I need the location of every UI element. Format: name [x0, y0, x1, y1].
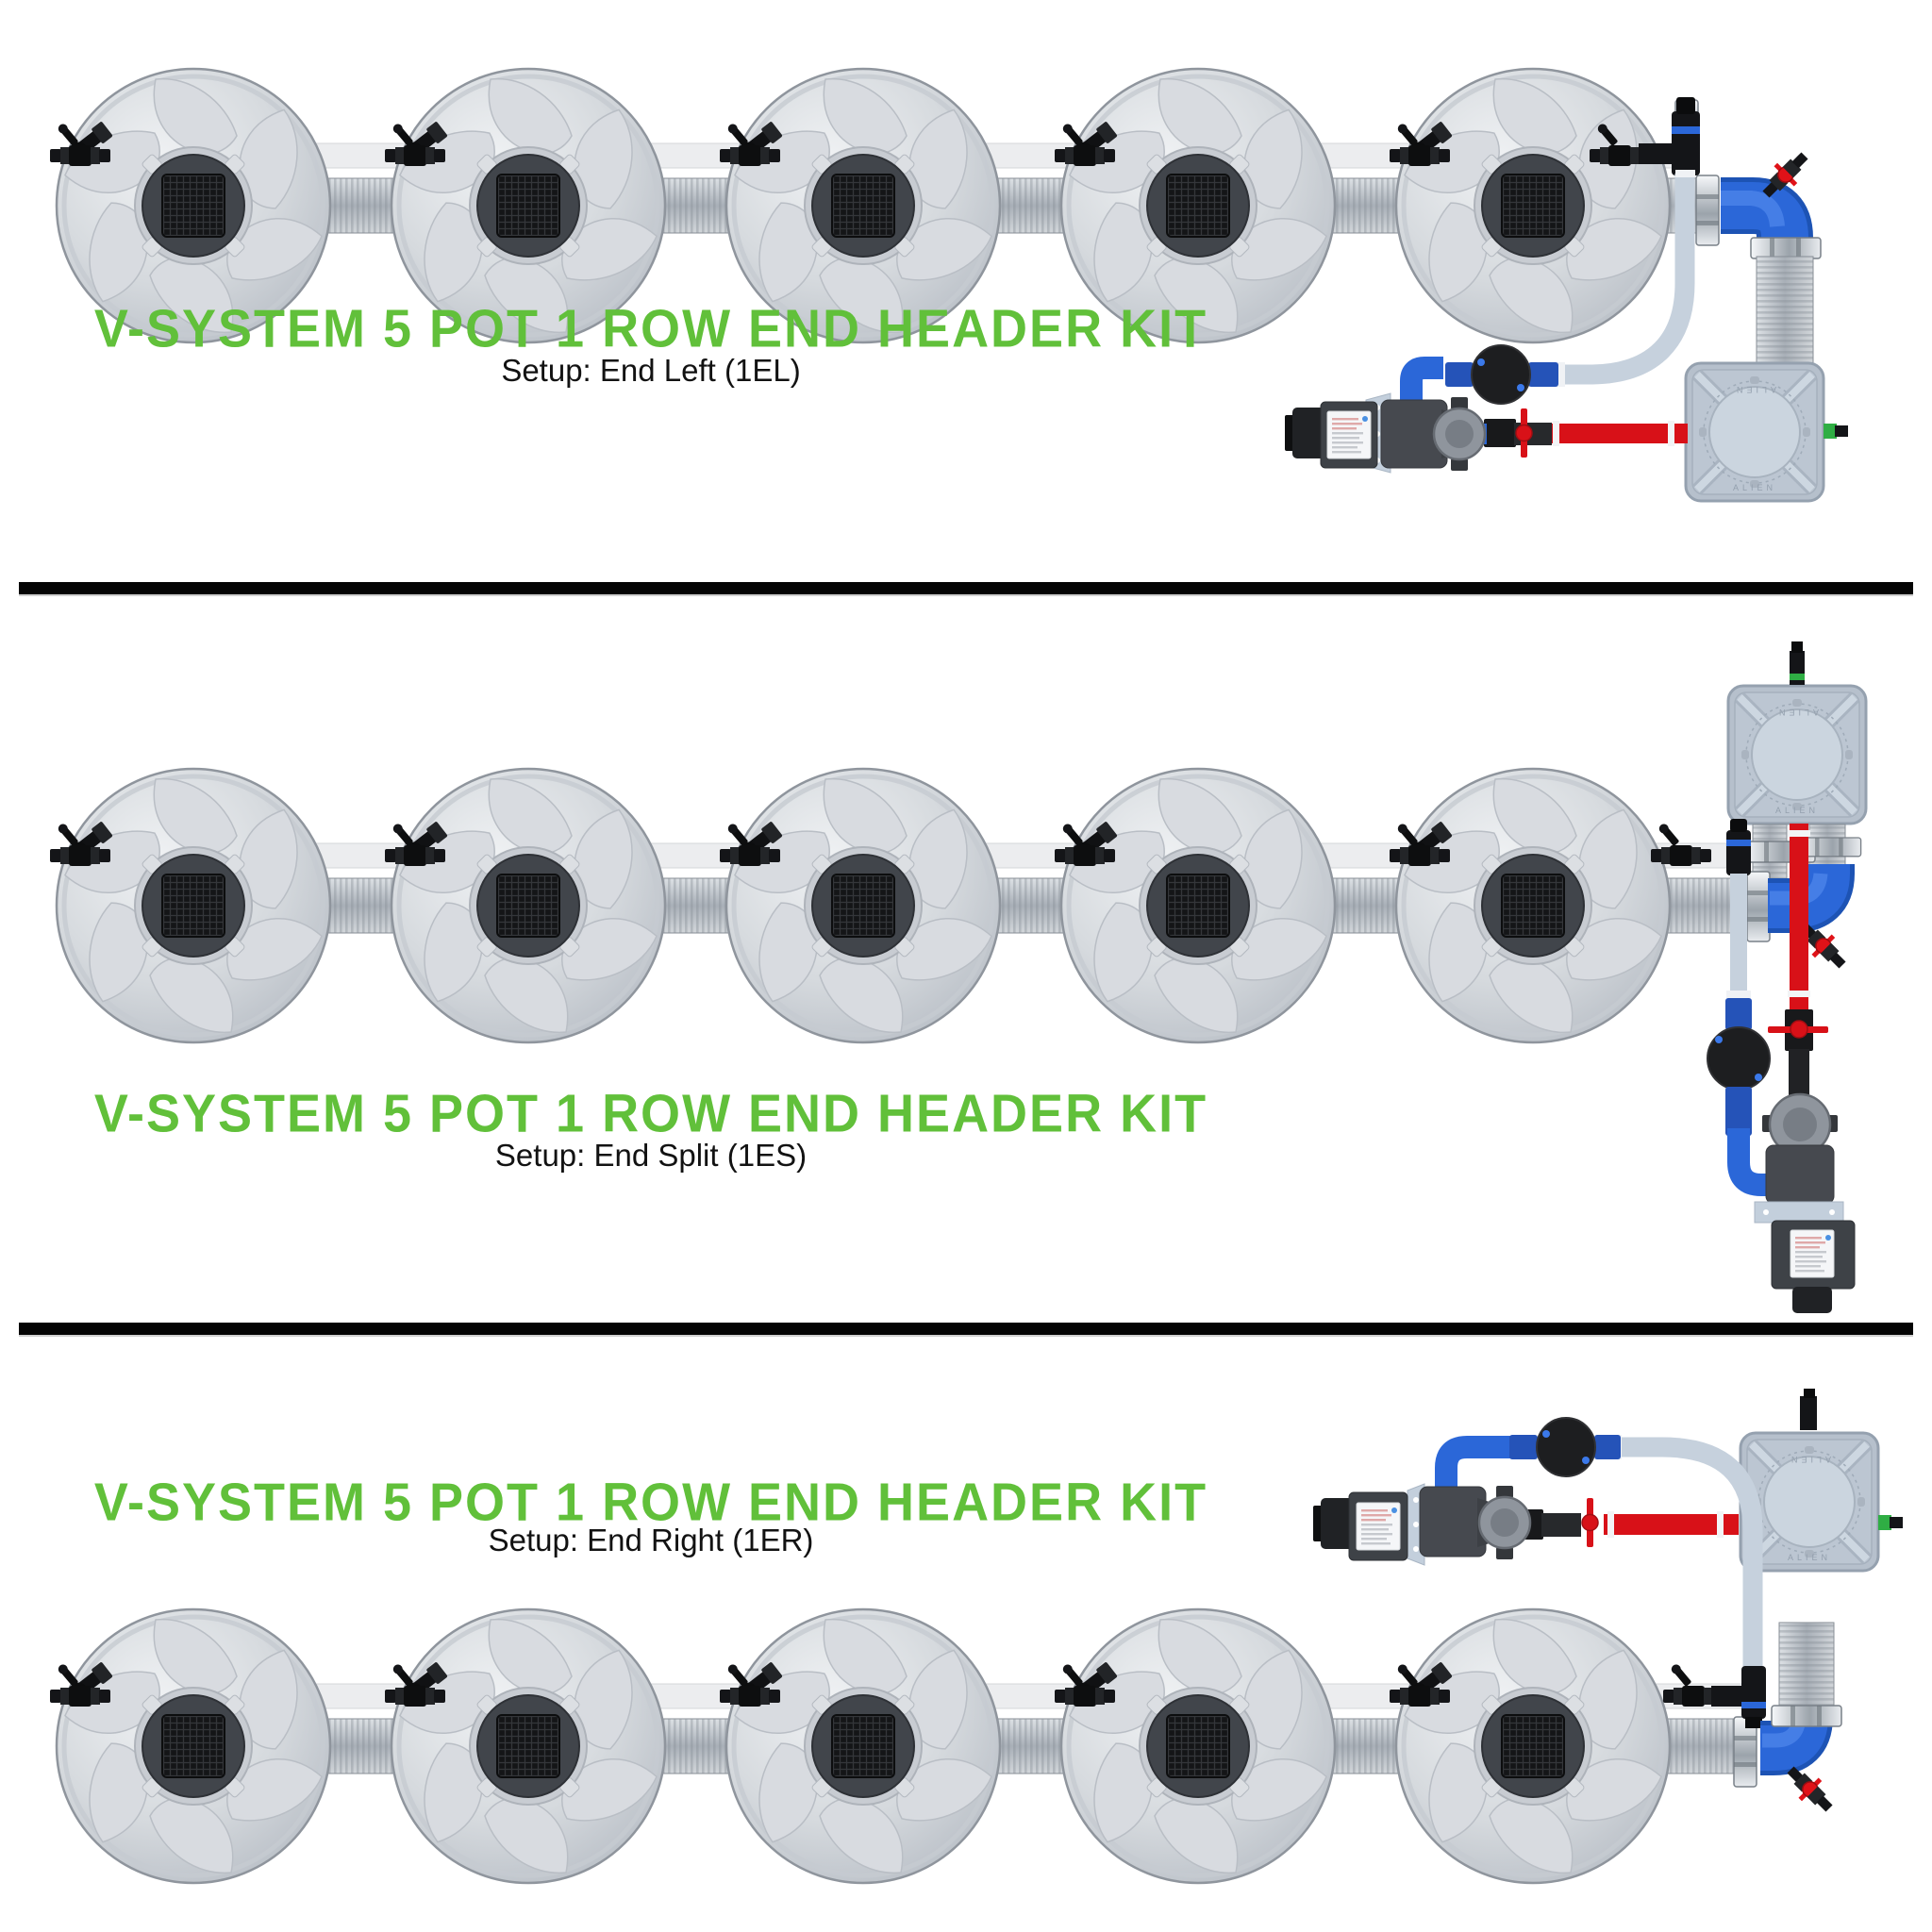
section-divider — [19, 582, 1913, 594]
pot — [1396, 769, 1670, 1042]
tee-fitting — [1672, 111, 1700, 175]
controller-label — [1356, 1502, 1401, 1551]
section-end-right — [0, 1330, 1932, 1932]
pot — [391, 1609, 665, 1883]
pump-blue-pipe — [1435, 1436, 1514, 1498]
check-valve — [1471, 344, 1531, 405]
section-divider — [19, 1323, 1913, 1335]
tee-fitting — [1741, 1666, 1766, 1719]
pot — [57, 1609, 330, 1883]
tank-top-fitting — [1800, 1396, 1817, 1430]
pressure-pipe — [1604, 1514, 1739, 1535]
return-hose — [1564, 174, 1695, 385]
pot-row — [50, 69, 1701, 342]
setup-label-end-left: Setup: End Left (1EL) — [501, 353, 801, 388]
pot — [1396, 1609, 1670, 1883]
pump-body — [1419, 1486, 1487, 1557]
header-assembly — [1707, 641, 1866, 1313]
pot — [391, 769, 665, 1042]
setup-label-end-split: Setup: End Split (1ES) — [494, 1138, 808, 1173]
pot — [726, 769, 1000, 1042]
controller-label — [1790, 1229, 1835, 1278]
tee-arm — [1639, 143, 1674, 164]
kit-title-end-split: V-SYSTEM 5 POT 1 ROW END HEADER KIT — [93, 1084, 1208, 1144]
pressure-pipe — [1790, 824, 1808, 1012]
pot — [726, 1609, 1000, 1883]
check-valve — [1536, 1417, 1596, 1477]
section-end-split — [0, 594, 1932, 1323]
ball-valve — [1790, 1020, 1808, 1039]
ball-valve — [1581, 1513, 1599, 1532]
pump-blue-pipe — [1400, 357, 1443, 408]
kit-title-end-left: V-SYSTEM 5 POT 1 ROW END HEADER KIT — [93, 299, 1208, 359]
pump-body — [1765, 1144, 1835, 1205]
pressure-pipe — [1548, 424, 1688, 443]
tee-arm — [1711, 1686, 1743, 1707]
diagram-end-left: ALIEN ALIEN — [50, 0, 1848, 582]
diagram-end-right — [50, 1389, 1903, 1932]
pot — [1061, 1609, 1335, 1883]
controller-cable — [1292, 408, 1326, 458]
pot-row — [50, 1609, 1744, 1883]
header-assembly — [1313, 1389, 1903, 1722]
controller-label — [1326, 410, 1372, 459]
tank-drain-fitting — [1824, 424, 1837, 439]
return-hose — [1621, 1437, 1763, 1677]
suction-hose — [1730, 874, 1747, 1004]
pot-row — [50, 769, 1754, 1042]
setup-label-end-right: Setup: End Right (1ER) — [488, 1523, 814, 1557]
row-junction — [1711, 1666, 1842, 1820]
section-end-left: ALIEN ALIEN — [0, 0, 1932, 582]
tank-drain-fitting — [1878, 1515, 1891, 1530]
diagram-end-split — [50, 641, 1932, 1313]
header-tank — [1686, 363, 1824, 501]
pot — [1061, 769, 1335, 1042]
header-tank — [1728, 686, 1866, 824]
pot — [57, 769, 330, 1042]
ball-valve — [1515, 424, 1533, 442]
kit-title-end-right: V-SYSTEM 5 POT 1 ROW END HEADER KIT — [93, 1473, 1208, 1533]
tee-fitting — [1726, 830, 1751, 875]
header-assembly — [1285, 97, 1848, 501]
pump-blue-pipe — [1727, 1128, 1779, 1196]
controller-cable — [1321, 1498, 1355, 1549]
pot — [1396, 69, 1670, 342]
controller-cable — [1792, 1287, 1832, 1313]
